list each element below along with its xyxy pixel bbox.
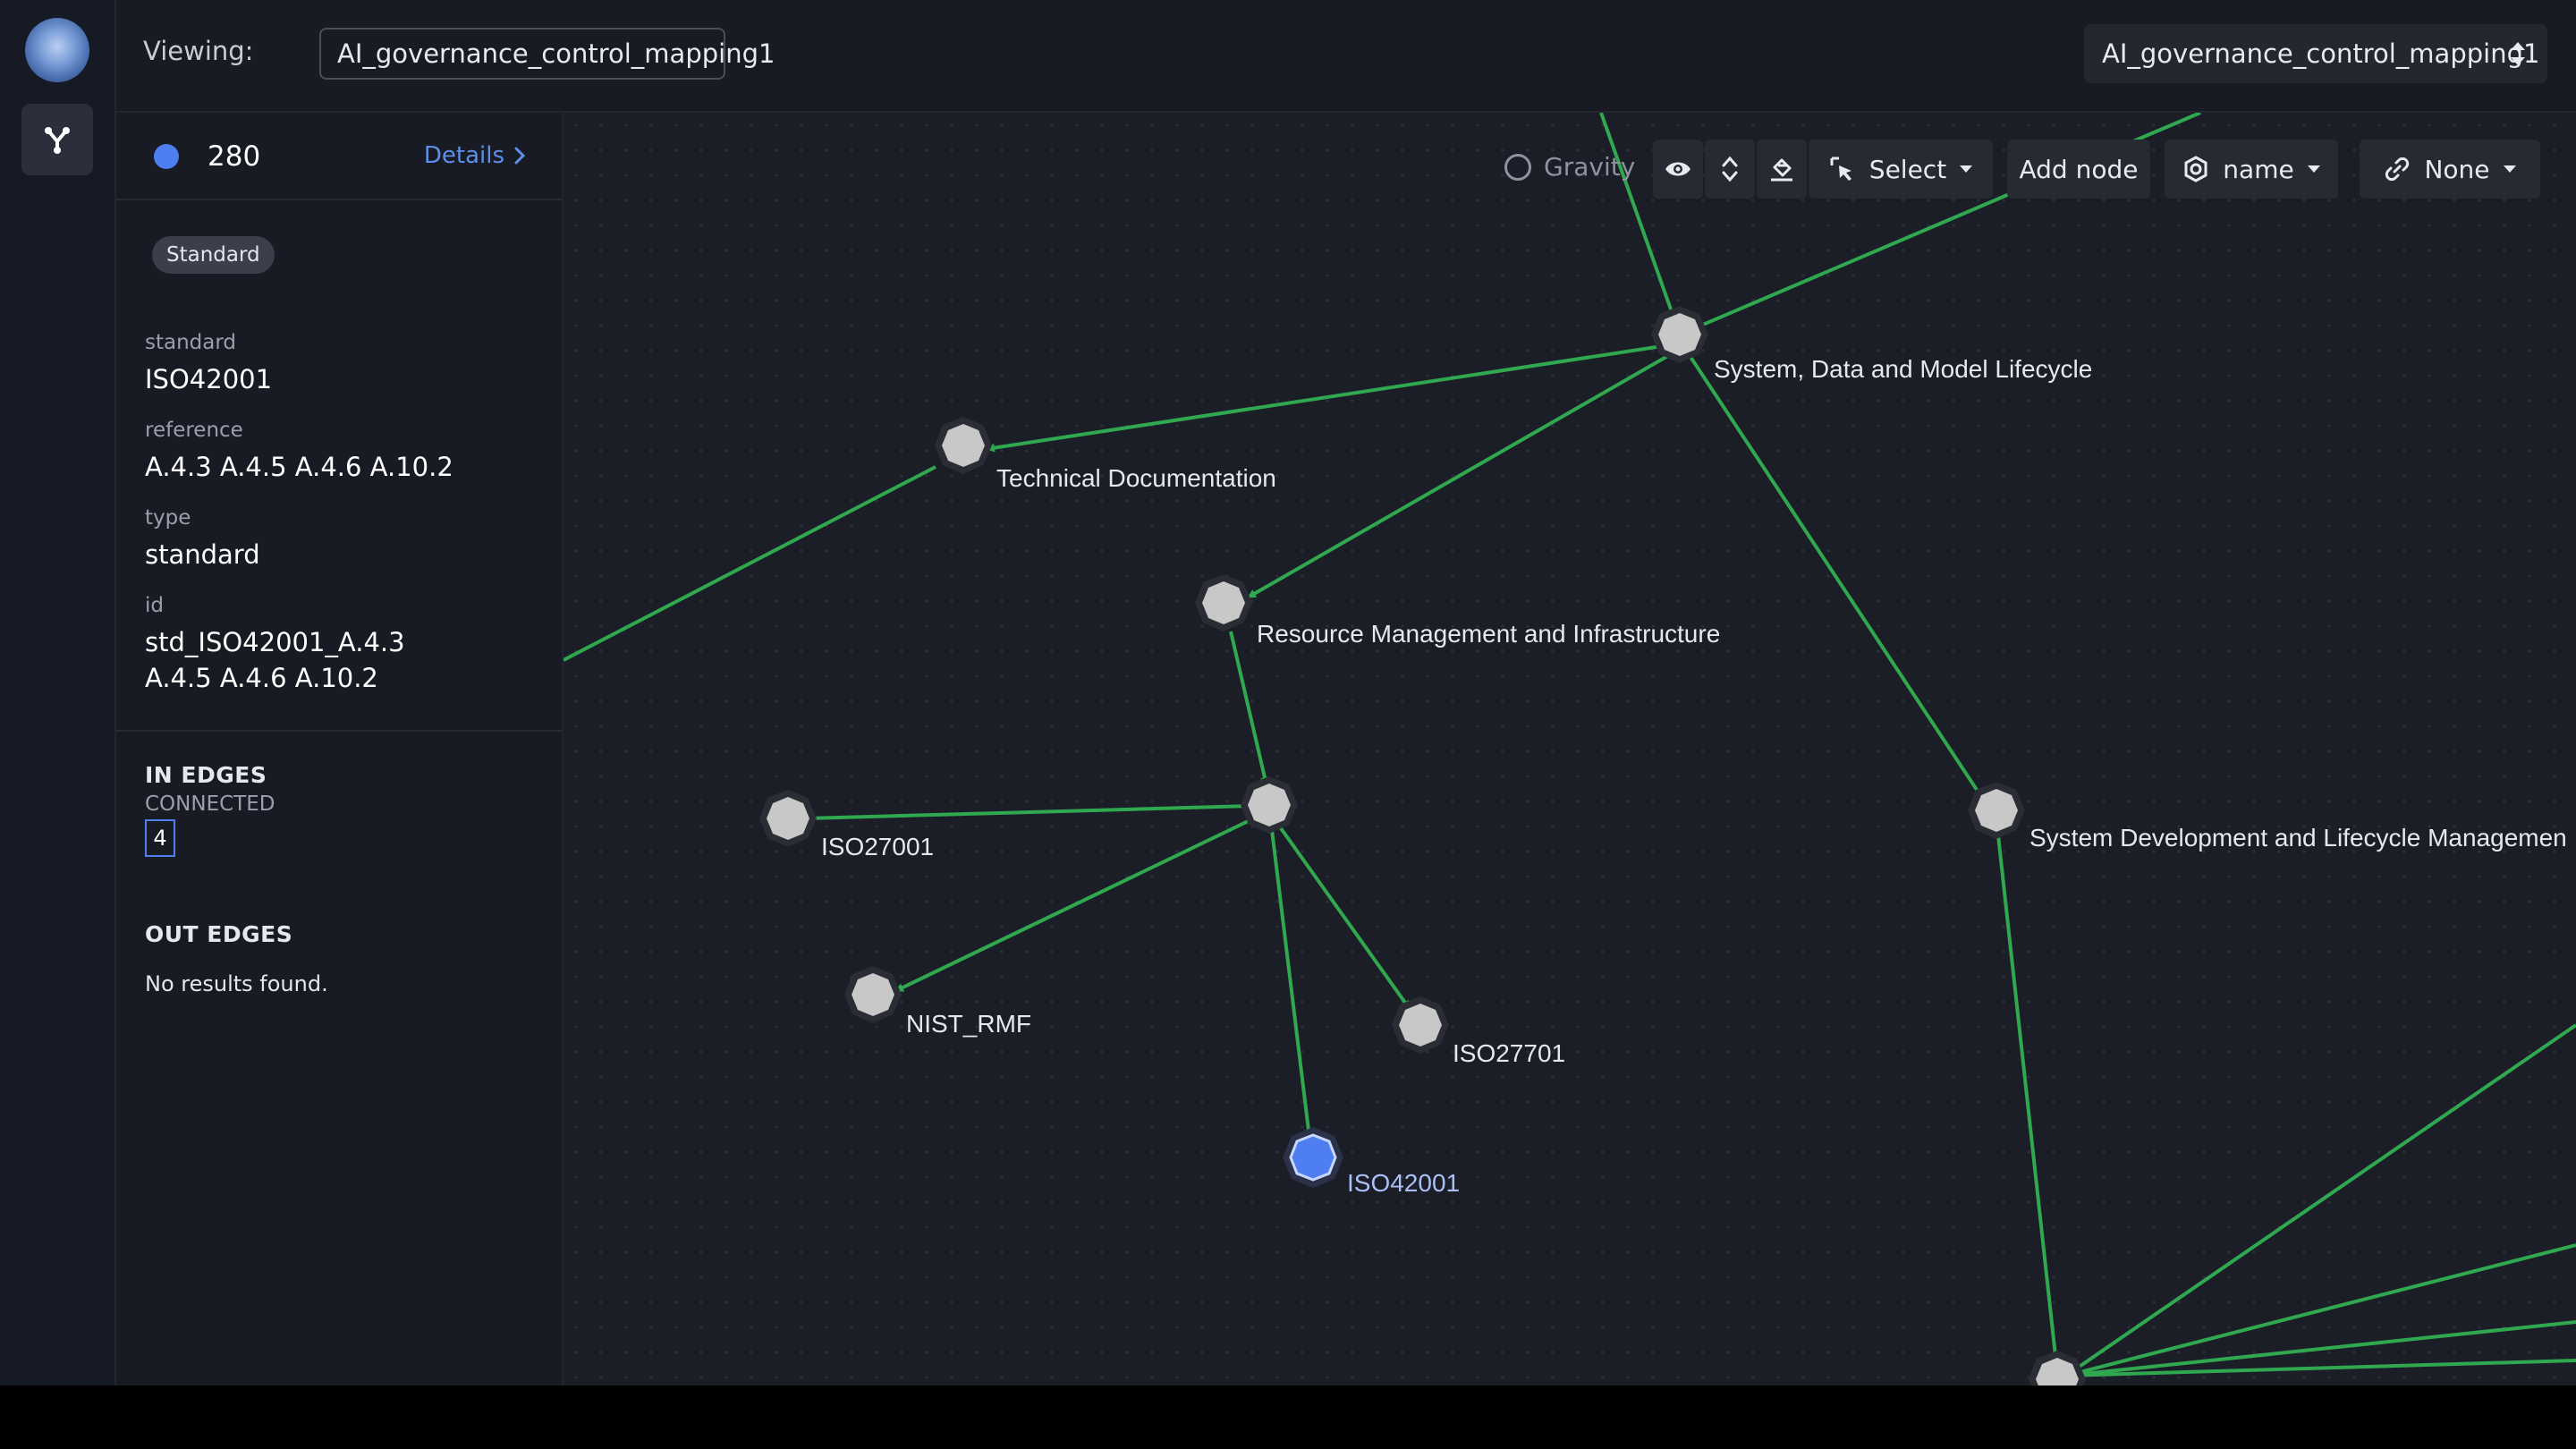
viewing-label: Viewing: — [143, 36, 254, 66]
graph-edge — [564, 465, 936, 662]
node-label: ISO27001 — [821, 833, 934, 860]
top-bar: Viewing: AI_governance_control_mapping1 … — [116, 0, 2576, 113]
graph-select[interactable]: AI_governance_control_mapping1 — [2084, 24, 2547, 83]
left-rail — [0, 0, 116, 1385]
property-value: std_ISO42001_A.4.3 A.4.5 A.4.6 A.10.2 — [145, 627, 405, 693]
connected-count-button[interactable]: 4 — [145, 819, 175, 857]
edge-label-value: None — [2424, 154, 2490, 184]
property-label: reference — [145, 419, 243, 442]
caret-down-icon — [2503, 165, 2516, 173]
graph-node[interactable] — [1241, 776, 1298, 834]
property-value: standard — [145, 539, 260, 570]
chevron-right-icon — [514, 147, 526, 165]
node-type-badge: Standard — [152, 236, 275, 274]
connected-count: 4 — [153, 826, 167, 851]
graph-node[interactable] — [1968, 782, 2025, 839]
panel-divider — [116, 730, 562, 732]
gravity-label: Gravity — [1544, 152, 1636, 182]
caret-down-icon — [2307, 165, 2320, 173]
viewing-field[interactable]: AI_governance_control_mapping1 — [319, 28, 775, 80]
graph-edge — [1996, 835, 2061, 1373]
graph-node[interactable] — [935, 417, 992, 474]
label-field-dropdown[interactable]: name — [2165, 140, 2338, 199]
graph-edge — [986, 342, 1681, 453]
up-down-icon — [1722, 156, 1738, 182]
graph-svg: System, Data and Model Lifecycle Technic… — [564, 113, 2576, 1385]
graph-node[interactable] — [759, 790, 817, 847]
node-label: Technical Documentation — [996, 464, 1276, 492]
expand-button[interactable] — [1705, 140, 1755, 199]
connected-label: CONNECTED — [145, 792, 275, 816]
radio-circle-icon — [1504, 153, 1531, 181]
in-edges-title: IN EDGES — [145, 762, 267, 788]
node-label: System, Data and Model Lifecycle — [1714, 355, 2092, 383]
graph-edge — [1687, 352, 1984, 800]
graph-node[interactable] — [844, 966, 902, 1023]
graph-edge — [2065, 1320, 2576, 1377]
graph-edge — [1270, 829, 1313, 1139]
property-value: A.4.3 A.4.5 A.4.6 A.10.2 — [145, 452, 453, 482]
add-node-label: Add node — [2019, 154, 2139, 184]
graph-edge — [894, 814, 1260, 993]
graph-edge — [1229, 631, 1269, 786]
graph-edge — [2065, 1359, 2576, 1377]
up-down-chevron-icon — [2511, 42, 2525, 65]
paint-button[interactable] — [1757, 140, 1807, 199]
panel-header: 280 Details — [116, 113, 562, 200]
node-color-dot — [154, 144, 179, 169]
graph-select-value: AI_governance_control_mapping1 — [2102, 38, 2540, 69]
details-link[interactable]: Details — [424, 142, 526, 169]
property-label: standard — [145, 331, 237, 354]
property-list: standard ISO42001 reference A.4.3 A.4.5 … — [145, 331, 538, 717]
graph-node-selected[interactable] — [1283, 1127, 1343, 1188]
graph-edge — [1279, 826, 1411, 1011]
select-mode-label: Select — [1868, 154, 1947, 184]
link-icon — [2385, 157, 2410, 182]
graph-node[interactable] — [1195, 574, 1252, 631]
node-count: 280 — [208, 140, 261, 173]
graph-edge — [1599, 113, 1682, 335]
graph-node[interactable] — [2029, 1351, 2086, 1385]
graph-edge — [806, 804, 1253, 823]
graph-edge — [2065, 1243, 2576, 1377]
out-edges-empty: No results found. — [145, 971, 328, 996]
graph-canvas[interactable]: System, Data and Model Lifecycle Technic… — [564, 113, 2576, 1385]
paint-bucket-icon — [1771, 158, 1792, 182]
add-node-button[interactable]: Add node — [2007, 140, 2150, 199]
graph-edge — [2064, 1023, 2576, 1377]
graph-node[interactable] — [1392, 996, 1449, 1054]
app-window: Viewing: AI_governance_control_mapping1 … — [0, 0, 2576, 1385]
node-label-selected: ISO42001 — [1347, 1169, 1460, 1197]
node-label: NIST_RMF — [906, 1010, 1031, 1038]
out-edges-title: OUT EDGES — [145, 921, 293, 947]
label-field-value: name — [2223, 154, 2294, 184]
node-label: Resource Management and Infrastructure — [1257, 620, 1720, 648]
label-tag-icon — [2184, 156, 2207, 182]
eye-icon — [1665, 162, 1690, 176]
node-label: ISO27701 — [1453, 1039, 1565, 1067]
property-label: id — [145, 594, 164, 617]
details-label: Details — [423, 142, 504, 169]
caret-down-icon — [1960, 165, 1973, 173]
node-label: System Development and Lifecycle Managem… — [2029, 824, 2567, 852]
visibility-button[interactable] — [1653, 140, 1703, 199]
viewing-value: AI_governance_control_mapping1 — [337, 38, 775, 69]
property-value: ISO42001 — [145, 364, 273, 394]
app-logo[interactable] — [25, 18, 89, 82]
edge-label-dropdown[interactable]: None — [2360, 140, 2540, 199]
cursor-select-icon — [1830, 157, 1852, 181]
graph-edge — [1247, 352, 1672, 599]
gravity-toggle[interactable]: Gravity — [1504, 152, 1635, 182]
graph-node[interactable] — [1651, 306, 1708, 363]
property-label: type — [145, 506, 191, 530]
graph-branch-icon — [45, 127, 70, 154]
select-mode-dropdown[interactable]: Select — [1809, 140, 1993, 199]
graph-view-button[interactable] — [21, 104, 93, 175]
node-details-panel: 280 Details Standard standard ISO42001 r… — [116, 113, 564, 1385]
